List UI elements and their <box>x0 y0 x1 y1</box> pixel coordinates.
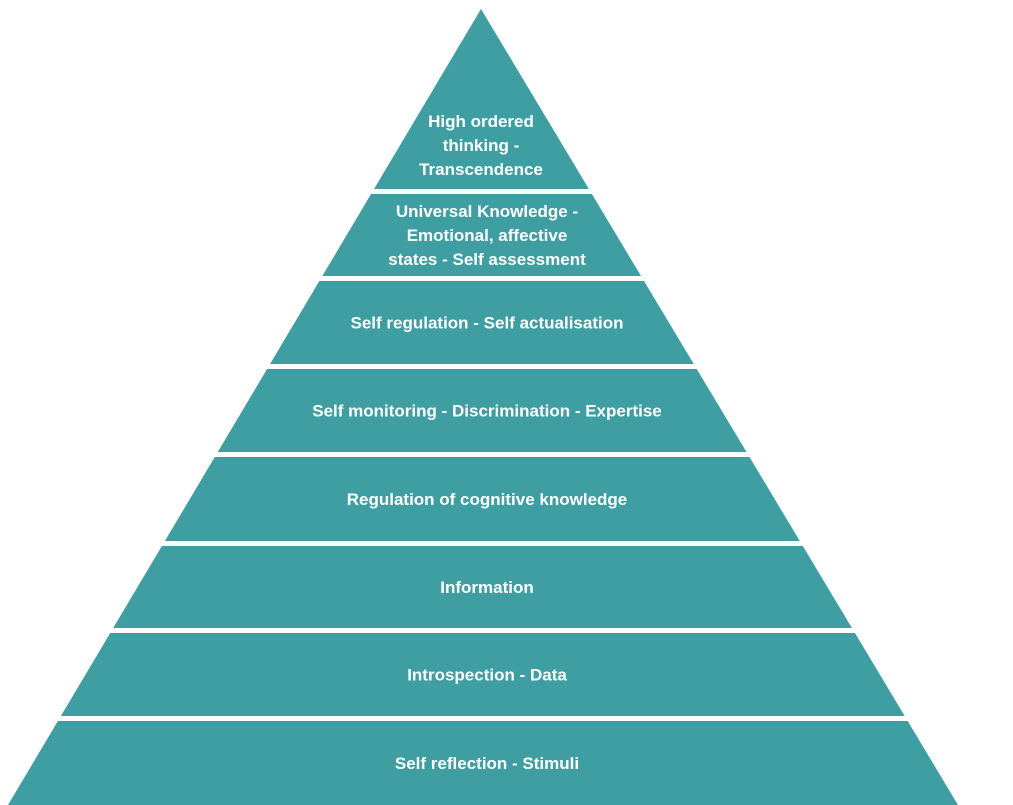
pyramid-tier: Self reflection - Stimuli <box>8 721 958 805</box>
pyramid-tier-label: Self regulation - Self actualisation <box>351 314 624 333</box>
pyramid-tier-shape <box>60 633 905 716</box>
pyramid-tier-label: Information <box>440 578 534 597</box>
pyramid-tier: Universal Knowledge - Emotional, affectiv… <box>322 194 641 276</box>
pyramid-tier-shape <box>164 457 800 541</box>
pyramid-tier-label: thinking - <box>443 136 519 155</box>
pyramid-tier-label: Universal Knowledge - <box>396 202 578 221</box>
pyramid-tier-shape <box>8 721 958 805</box>
pyramid-tier-label: Self monitoring - Discrimination - Exper… <box>312 402 662 421</box>
pyramid-tier-shape <box>113 546 852 628</box>
pyramid-tier-label: High ordered <box>428 112 534 131</box>
pyramid-tier: High ordered thinking - Transcendence <box>374 9 589 189</box>
pyramid-tier-shape <box>217 369 747 452</box>
pyramid-tier: Information <box>113 546 852 628</box>
pyramid-tier-label: Emotional, affective <box>407 226 568 245</box>
pyramid-tier-label: Self reflection - Stimuli <box>395 754 579 773</box>
pyramid-tier-label: Regulation of cognitive knowledge <box>347 490 628 509</box>
pyramid-tier: Self regulation - Self actualisation <box>270 281 694 364</box>
pyramid-tier-shape <box>374 9 589 189</box>
pyramid-tier: Regulation of cognitive knowledge <box>164 457 800 541</box>
pyramid-tier-label: Transcendence <box>419 160 543 179</box>
pyramid-tier-shape <box>322 194 641 276</box>
pyramid-tier-label: Introspection - Data <box>407 666 567 685</box>
pyramid-tier: Introspection - Data <box>60 633 905 716</box>
pyramid-tier-shape <box>270 281 694 364</box>
pyramid-tier: Self monitoring - Discrimination - Exper… <box>217 369 747 452</box>
pyramid-tier-label: states - Self assessment <box>388 250 586 269</box>
